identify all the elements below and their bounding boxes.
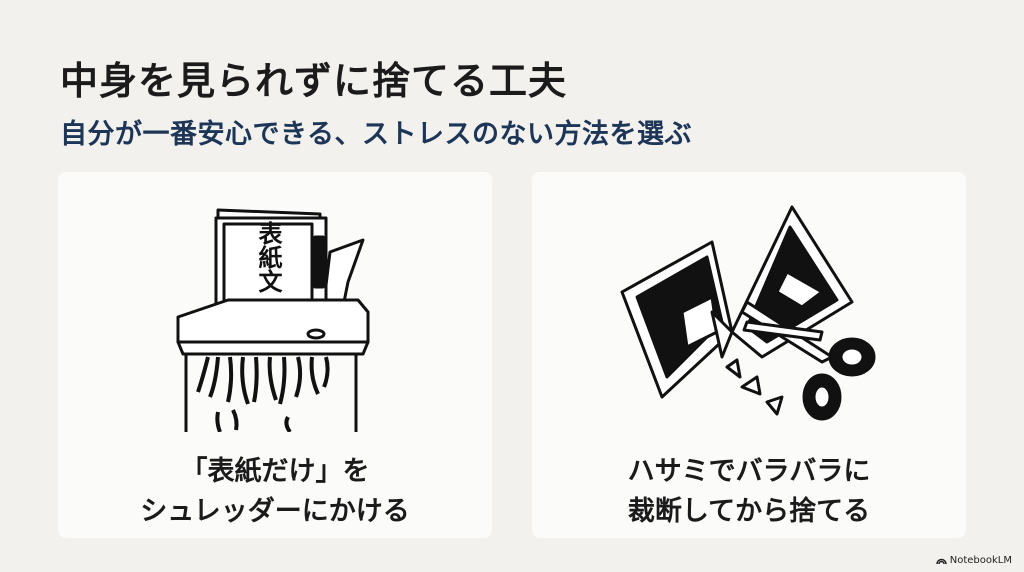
scissors-cutting-book-illustration-icon [620,205,876,421]
caption-line: ハサミでバラバラに [627,456,871,487]
slide-subtitle: 自分が一番安心できる、ストレスのない方法を選ぶ [60,119,692,150]
book-cover-label: 表紙文 [254,221,282,293]
caption-line: 「表紙だけ」を [180,456,370,487]
card-caption: ハサミでバラバラに 裁断してから捨てる [532,452,966,532]
shredder-illustration-icon: 表紙文 [176,208,370,432]
notebooklm-watermark: NotebookLM [936,555,1012,566]
caption-line: シュレッダーにかける [140,496,410,527]
card-caption: 「表紙だけ」を シュレッダーにかける [58,452,492,532]
notebooklm-logo-icon [936,558,947,565]
brand-label: NotebookLM [949,555,1012,566]
card-shredder: 表紙文 「表紙だけ」を シュレッダーにかける [58,172,492,538]
card-scissors: ハサミでバラバラに 裁断してから捨てる [532,172,966,538]
caption-line: 裁断してから捨てる [627,496,871,527]
slide-title: 中身を見られずに捨てる工夫 [60,59,568,103]
